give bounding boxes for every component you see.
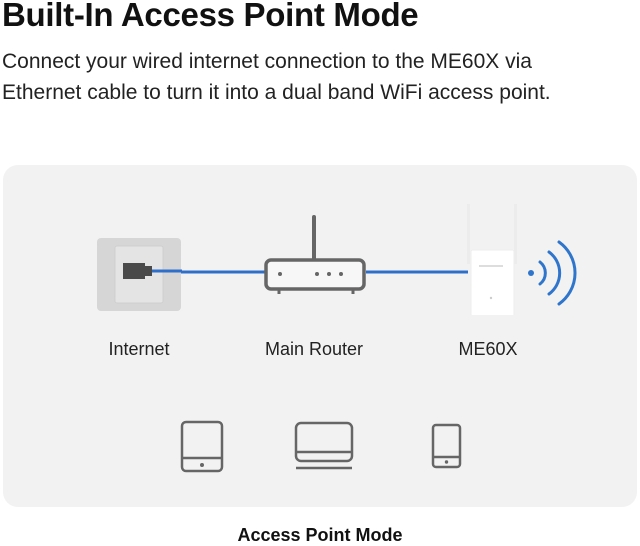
laptop-icon bbox=[294, 421, 354, 470]
page-title: Built-In Access Point Mode bbox=[2, 0, 419, 33]
node-label-main-router: Main Router bbox=[264, 339, 364, 359]
tablet-icon bbox=[180, 420, 224, 473]
page-description: Connect your wired internet connection t… bbox=[2, 46, 640, 108]
node-label-internet: Internet bbox=[108, 339, 170, 359]
range-extender-icon bbox=[467, 204, 517, 315]
description-line-2: Ethernet cable to turn it into a dual ba… bbox=[2, 81, 551, 104]
description-line-1: Connect your wired internet connection t… bbox=[2, 50, 532, 73]
router-icon bbox=[264, 215, 366, 294]
ethernet-wall-port-icon bbox=[97, 238, 182, 311]
smartphone-icon bbox=[431, 423, 462, 469]
node-label-me60x: ME60X bbox=[458, 339, 518, 359]
wifi-signal-icon bbox=[528, 240, 577, 306]
diagram-panel bbox=[3, 165, 637, 507]
diagram-caption: Access Point Mode bbox=[237, 525, 403, 545]
